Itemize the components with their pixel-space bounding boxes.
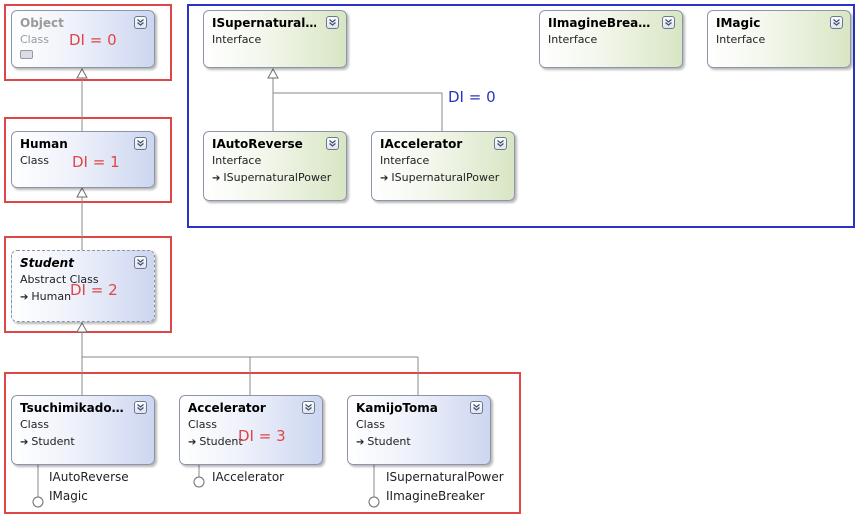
chevron-double-down-icon[interactable] [470, 401, 483, 414]
implemented-interface: IAccelerator [212, 470, 285, 484]
interface-stereotype: Interface [716, 33, 766, 46]
lollipop-labels-accelerator: IAccelerator [212, 468, 284, 487]
inheritance-arrow-icon: ➔ [188, 437, 197, 448]
class-stereotype: Class [20, 418, 49, 431]
lollipop-labels-kamijotoma: ISupernaturalPower IImagineBreaker [386, 468, 504, 506]
di-frame-leaves [4, 372, 521, 514]
interface-stereotype: Interface [212, 33, 262, 46]
class-title: KamijoToma [356, 401, 438, 415]
class-title: Accelerator [188, 401, 266, 415]
class-stereotype: Class [20, 154, 49, 167]
inheritance-arrow-icon: ➔ [356, 437, 365, 448]
interface-title: IAccelerator [380, 137, 463, 151]
inheritance-lines-leaves-student [81, 332, 419, 395]
inheritance-arrow-icon [76, 186, 88, 198]
interface-title: IImagineBrea… [548, 16, 651, 30]
di-frame-interfaces [187, 4, 855, 228]
di-frame-object [4, 4, 172, 81]
implemented-interface: IImagineBreaker [386, 489, 485, 503]
chevron-double-down-icon[interactable] [494, 137, 507, 150]
class-base-type: ➔Student [20, 433, 146, 451]
interface-base-type: ➔ISupernaturalPower [380, 169, 506, 187]
class-title: Tsuchimikado… [20, 401, 124, 415]
inheritance-arrow-icon: ➔ [212, 173, 221, 184]
class-base-type: ➔Student [356, 433, 482, 451]
class-box-student[interactable]: Student Abstract Class ➔Human [11, 250, 155, 322]
inheritance-arrow-icon [76, 67, 88, 79]
class-title: Human [20, 137, 68, 151]
interface-box-imagic[interactable]: IMagic Interface [707, 10, 851, 68]
chevron-double-down-icon[interactable] [134, 137, 147, 150]
class-box-tsuchimikado[interactable]: Tsuchimikado… Class ➔Student [11, 395, 155, 465]
chevron-double-down-icon[interactable] [134, 16, 147, 29]
class-title: Object [20, 16, 64, 30]
interface-stereotype: Interface [548, 33, 598, 46]
members-icon [20, 50, 33, 59]
di-label-leaves: DI = 3 [238, 427, 286, 445]
implemented-interface: ISupernaturalPower [386, 470, 504, 484]
chevron-double-down-icon[interactable] [134, 256, 147, 269]
class-base-type: ➔Student [188, 433, 314, 451]
class-box-accelerator[interactable]: Accelerator Class ➔Student [179, 395, 323, 465]
inheritance-arrow-icon [76, 321, 88, 333]
chevron-double-down-icon[interactable] [302, 401, 315, 414]
interface-box-iimaginebreaker[interactable]: IImagineBrea… Interface [539, 10, 683, 68]
lollipop-labels-tsuchimikado: IAutoReverse IMagic [49, 468, 129, 506]
di-frame-human [4, 117, 172, 203]
class-stereotype: Class [20, 33, 49, 46]
inheritance-arrow-icon [267, 67, 279, 79]
class-box-human[interactable]: Human Class [11, 131, 155, 188]
interface-stereotype: Interface [212, 154, 262, 167]
chevron-double-down-icon[interactable] [326, 137, 339, 150]
class-title: Student [20, 256, 74, 270]
chevron-double-down-icon[interactable] [830, 16, 843, 29]
class-box-kamijotoma[interactable]: KamijoToma Class ➔Student [347, 395, 491, 465]
di-label-object: DI = 0 [69, 31, 117, 49]
class-stereotype: Class [188, 418, 217, 431]
inheritance-lines-interfaces [272, 78, 443, 131]
interface-stereotype: Interface [380, 154, 430, 167]
di-label-student: DI = 2 [70, 281, 118, 299]
class-base-type: ➔Human [20, 288, 146, 306]
interface-box-isupernaturalpower[interactable]: ISupernatural… Interface [203, 10, 347, 68]
interface-box-iautoreverse[interactable]: IAutoReverse Interface ➔ISupernaturalPow… [203, 131, 347, 201]
inheritance-arrow-icon: ➔ [20, 437, 29, 448]
interface-box-iaccelerator[interactable]: IAccelerator Interface ➔ISupernaturalPow… [371, 131, 515, 201]
di-frame-student [4, 236, 172, 333]
inheritance-arrow-icon: ➔ [380, 173, 389, 184]
class-stereotype: Class [356, 418, 385, 431]
implemented-interface: IAutoReverse [49, 470, 129, 484]
interface-base-type: ➔ISupernaturalPower [212, 169, 338, 187]
lollipop-interface-icon [32, 496, 44, 508]
interface-title: IMagic [716, 16, 761, 30]
interface-title: ISupernatural… [212, 16, 316, 30]
lollipop-interface-icon [193, 476, 205, 488]
di-label-human: DI = 1 [72, 153, 120, 171]
di-label-interfaces: DI = 0 [448, 88, 496, 106]
class-box-object[interactable]: Object Class [11, 10, 155, 68]
lollipop-interface-icon [368, 496, 380, 508]
inheritance-arrow-icon: ➔ [20, 292, 29, 303]
interface-title: IAutoReverse [212, 137, 303, 151]
chevron-double-down-icon[interactable] [326, 16, 339, 29]
implemented-interface: IMagic [49, 489, 88, 503]
class-stereotype: Abstract Class [20, 273, 99, 286]
chevron-double-down-icon[interactable] [134, 401, 147, 414]
chevron-double-down-icon[interactable] [662, 16, 675, 29]
